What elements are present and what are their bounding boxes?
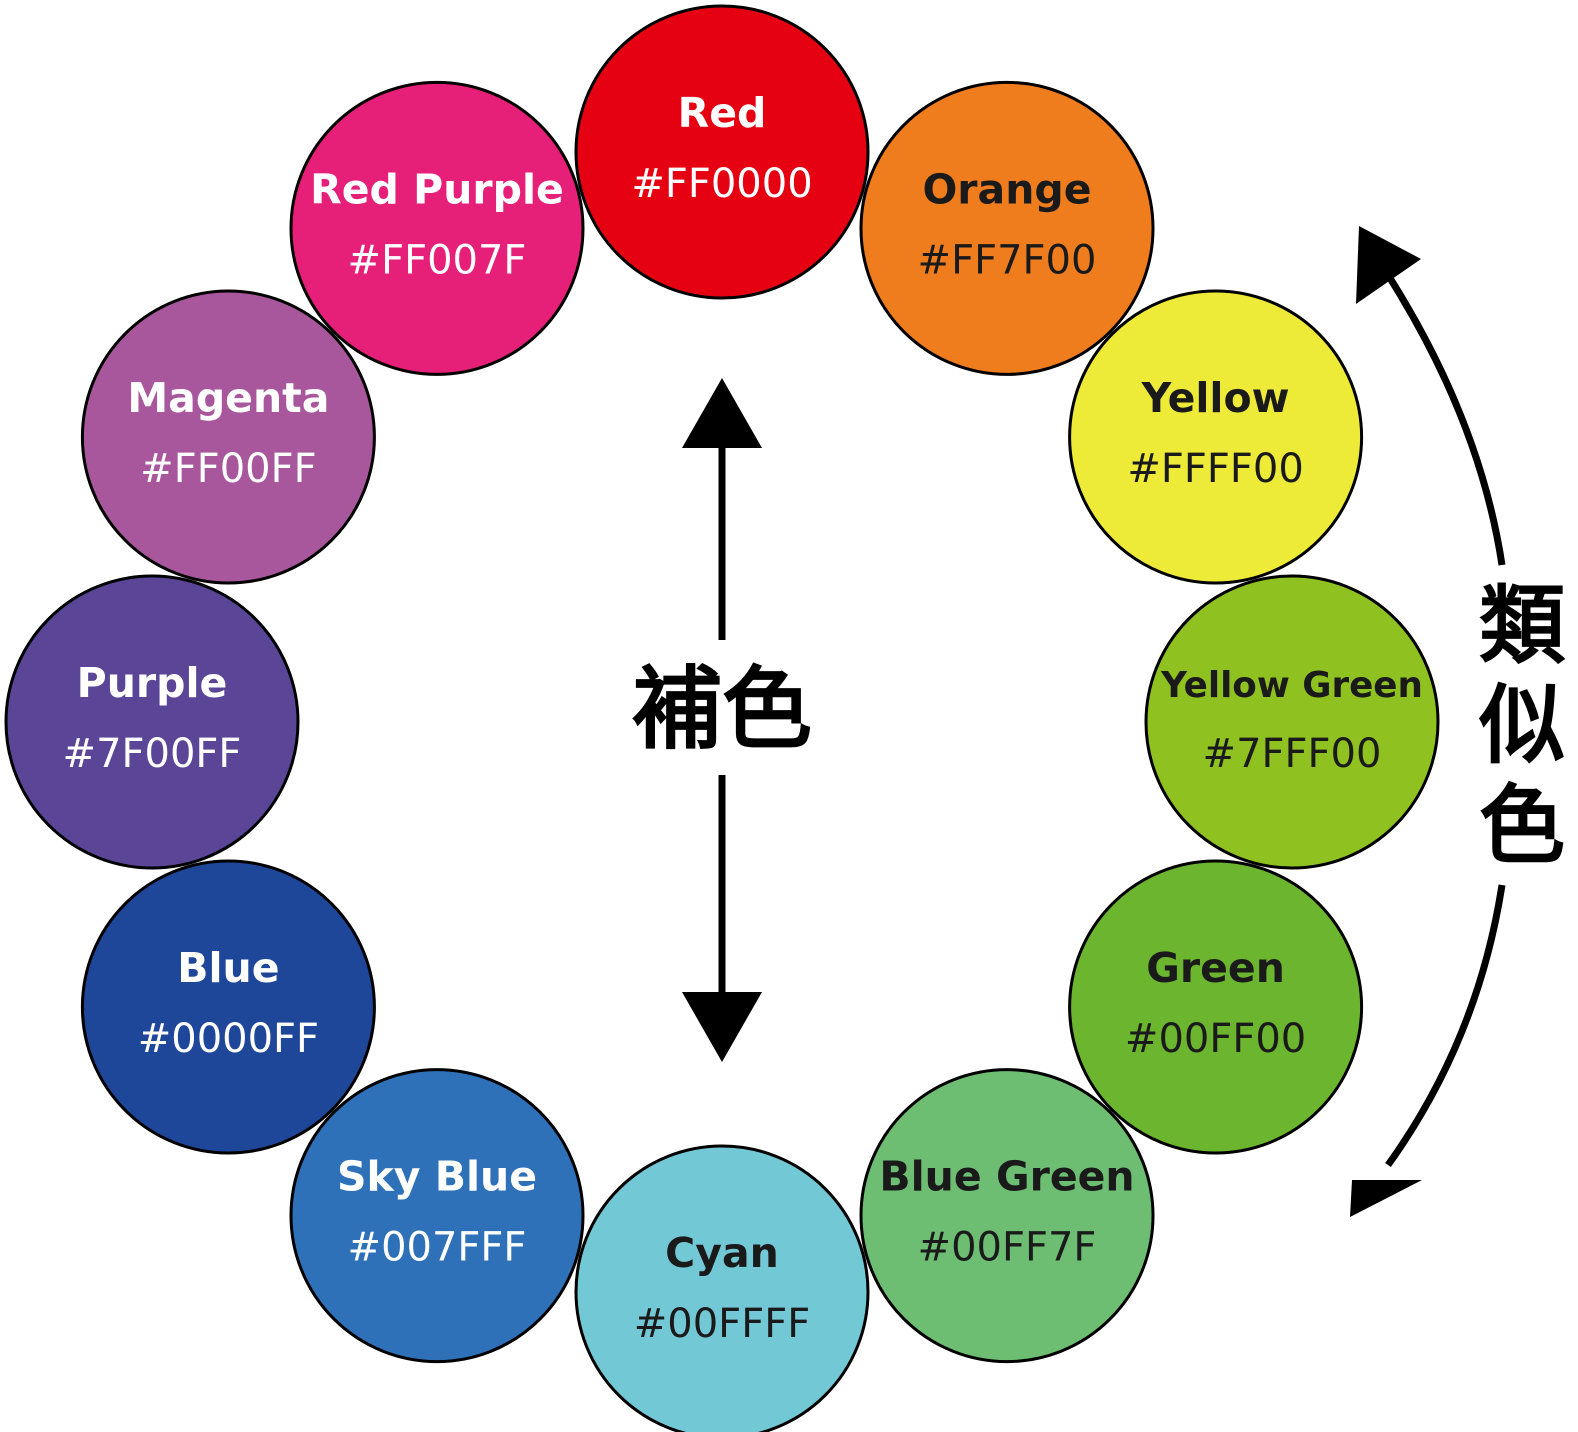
analogous-label-char-2: 似 — [1478, 676, 1565, 776]
color-name-label: Purple — [77, 659, 228, 707]
color-hex-label: #00FF7F — [918, 1225, 1097, 1271]
color-name-label: Blue — [177, 944, 279, 992]
color-name-label: Sky Blue — [337, 1153, 537, 1201]
color-circle-red-purple — [289, 80, 585, 376]
analogous-arrow-up-head — [1356, 226, 1421, 304]
color-hex-label: #00FF00 — [1125, 1016, 1306, 1062]
color-circle-sky-blue — [289, 1068, 585, 1364]
color-hex-label: #FF0000 — [631, 161, 812, 207]
complementary-label: 補色 — [632, 657, 812, 762]
complementary-arrow: 補色 — [632, 378, 812, 1062]
color-swatch-cyan: Cyan #00FFFF — [574, 1144, 870, 1432]
color-name-label: Red Purple — [310, 165, 564, 213]
color-swatch-blue: Blue #0000FF — [80, 859, 376, 1155]
color-name-label: Magenta — [127, 374, 329, 422]
color-swatch-green: Green #00FF00 — [1068, 859, 1364, 1155]
color-hex-label: #FF7F00 — [918, 237, 1097, 283]
analogous-arrow: 類 似 色 — [1350, 226, 1566, 1217]
color-name-label: Green — [1146, 944, 1285, 992]
color-circle-green — [1068, 859, 1364, 1155]
color-circle-orange — [859, 80, 1155, 376]
analogous-label-char-1: 類 — [1479, 576, 1566, 676]
color-circle-purple — [4, 574, 300, 870]
color-swatch-magenta: Magenta #FF00FF — [80, 289, 376, 585]
complementary-arrow-up-head — [682, 378, 762, 448]
color-hex-label: #7F00FF — [63, 731, 242, 777]
color-circle-blue-green — [859, 1068, 1155, 1364]
color-hex-label: #FF00FF — [140, 446, 316, 492]
complementary-arrow-down-head — [682, 992, 762, 1062]
color-swatch-yellow: Yellow #FFFF00 — [1068, 289, 1364, 585]
color-name-label: Blue Green — [879, 1153, 1134, 1201]
color-name-label: Cyan — [665, 1229, 779, 1277]
analogous-arrow-lower-arc — [1385, 884, 1506, 1168]
color-swatch-red-purple: Red Purple #FF007F — [289, 80, 585, 376]
color-hex-label: #0000FF — [138, 1016, 319, 1062]
color-hex-label: #00FFFF — [634, 1301, 810, 1347]
color-hex-label: #7FFF00 — [1203, 731, 1382, 777]
color-circle-blue — [80, 859, 376, 1155]
color-swatch-purple: Purple #7F00FF — [4, 574, 300, 870]
color-swatch-yellow-green: Yellow Green #7FFF00 — [1144, 574, 1440, 870]
color-name-label: Red — [678, 89, 767, 137]
color-hex-label: #007FFF — [348, 1225, 527, 1271]
color-name-label: Yellow — [1141, 374, 1290, 422]
analogous-arrow-upper-arc — [1385, 273, 1506, 566]
color-circle-magenta — [80, 289, 376, 585]
color-name-label: Orange — [922, 165, 1091, 213]
color-circle-yellow — [1068, 289, 1364, 585]
analogous-label-char-3: 色 — [1479, 776, 1565, 876]
color-name-label: Yellow Green — [1160, 665, 1423, 706]
color-hex-label: #FFFF00 — [1127, 446, 1303, 492]
color-circle-red — [574, 4, 870, 300]
color-circle-yellow-green — [1144, 574, 1440, 870]
color-swatch-orange: Orange #FF7F00 — [859, 80, 1155, 376]
color-swatch-red: Red #FF0000 — [574, 4, 870, 300]
color-circle-cyan — [574, 1144, 870, 1432]
color-hex-label: #FF007F — [348, 237, 527, 283]
color-swatch-blue-green: Blue Green #00FF7F — [859, 1068, 1155, 1364]
analogous-arrow-down-head — [1350, 1180, 1422, 1217]
color-swatch-sky-blue: Sky Blue #007FFF — [289, 1068, 585, 1364]
